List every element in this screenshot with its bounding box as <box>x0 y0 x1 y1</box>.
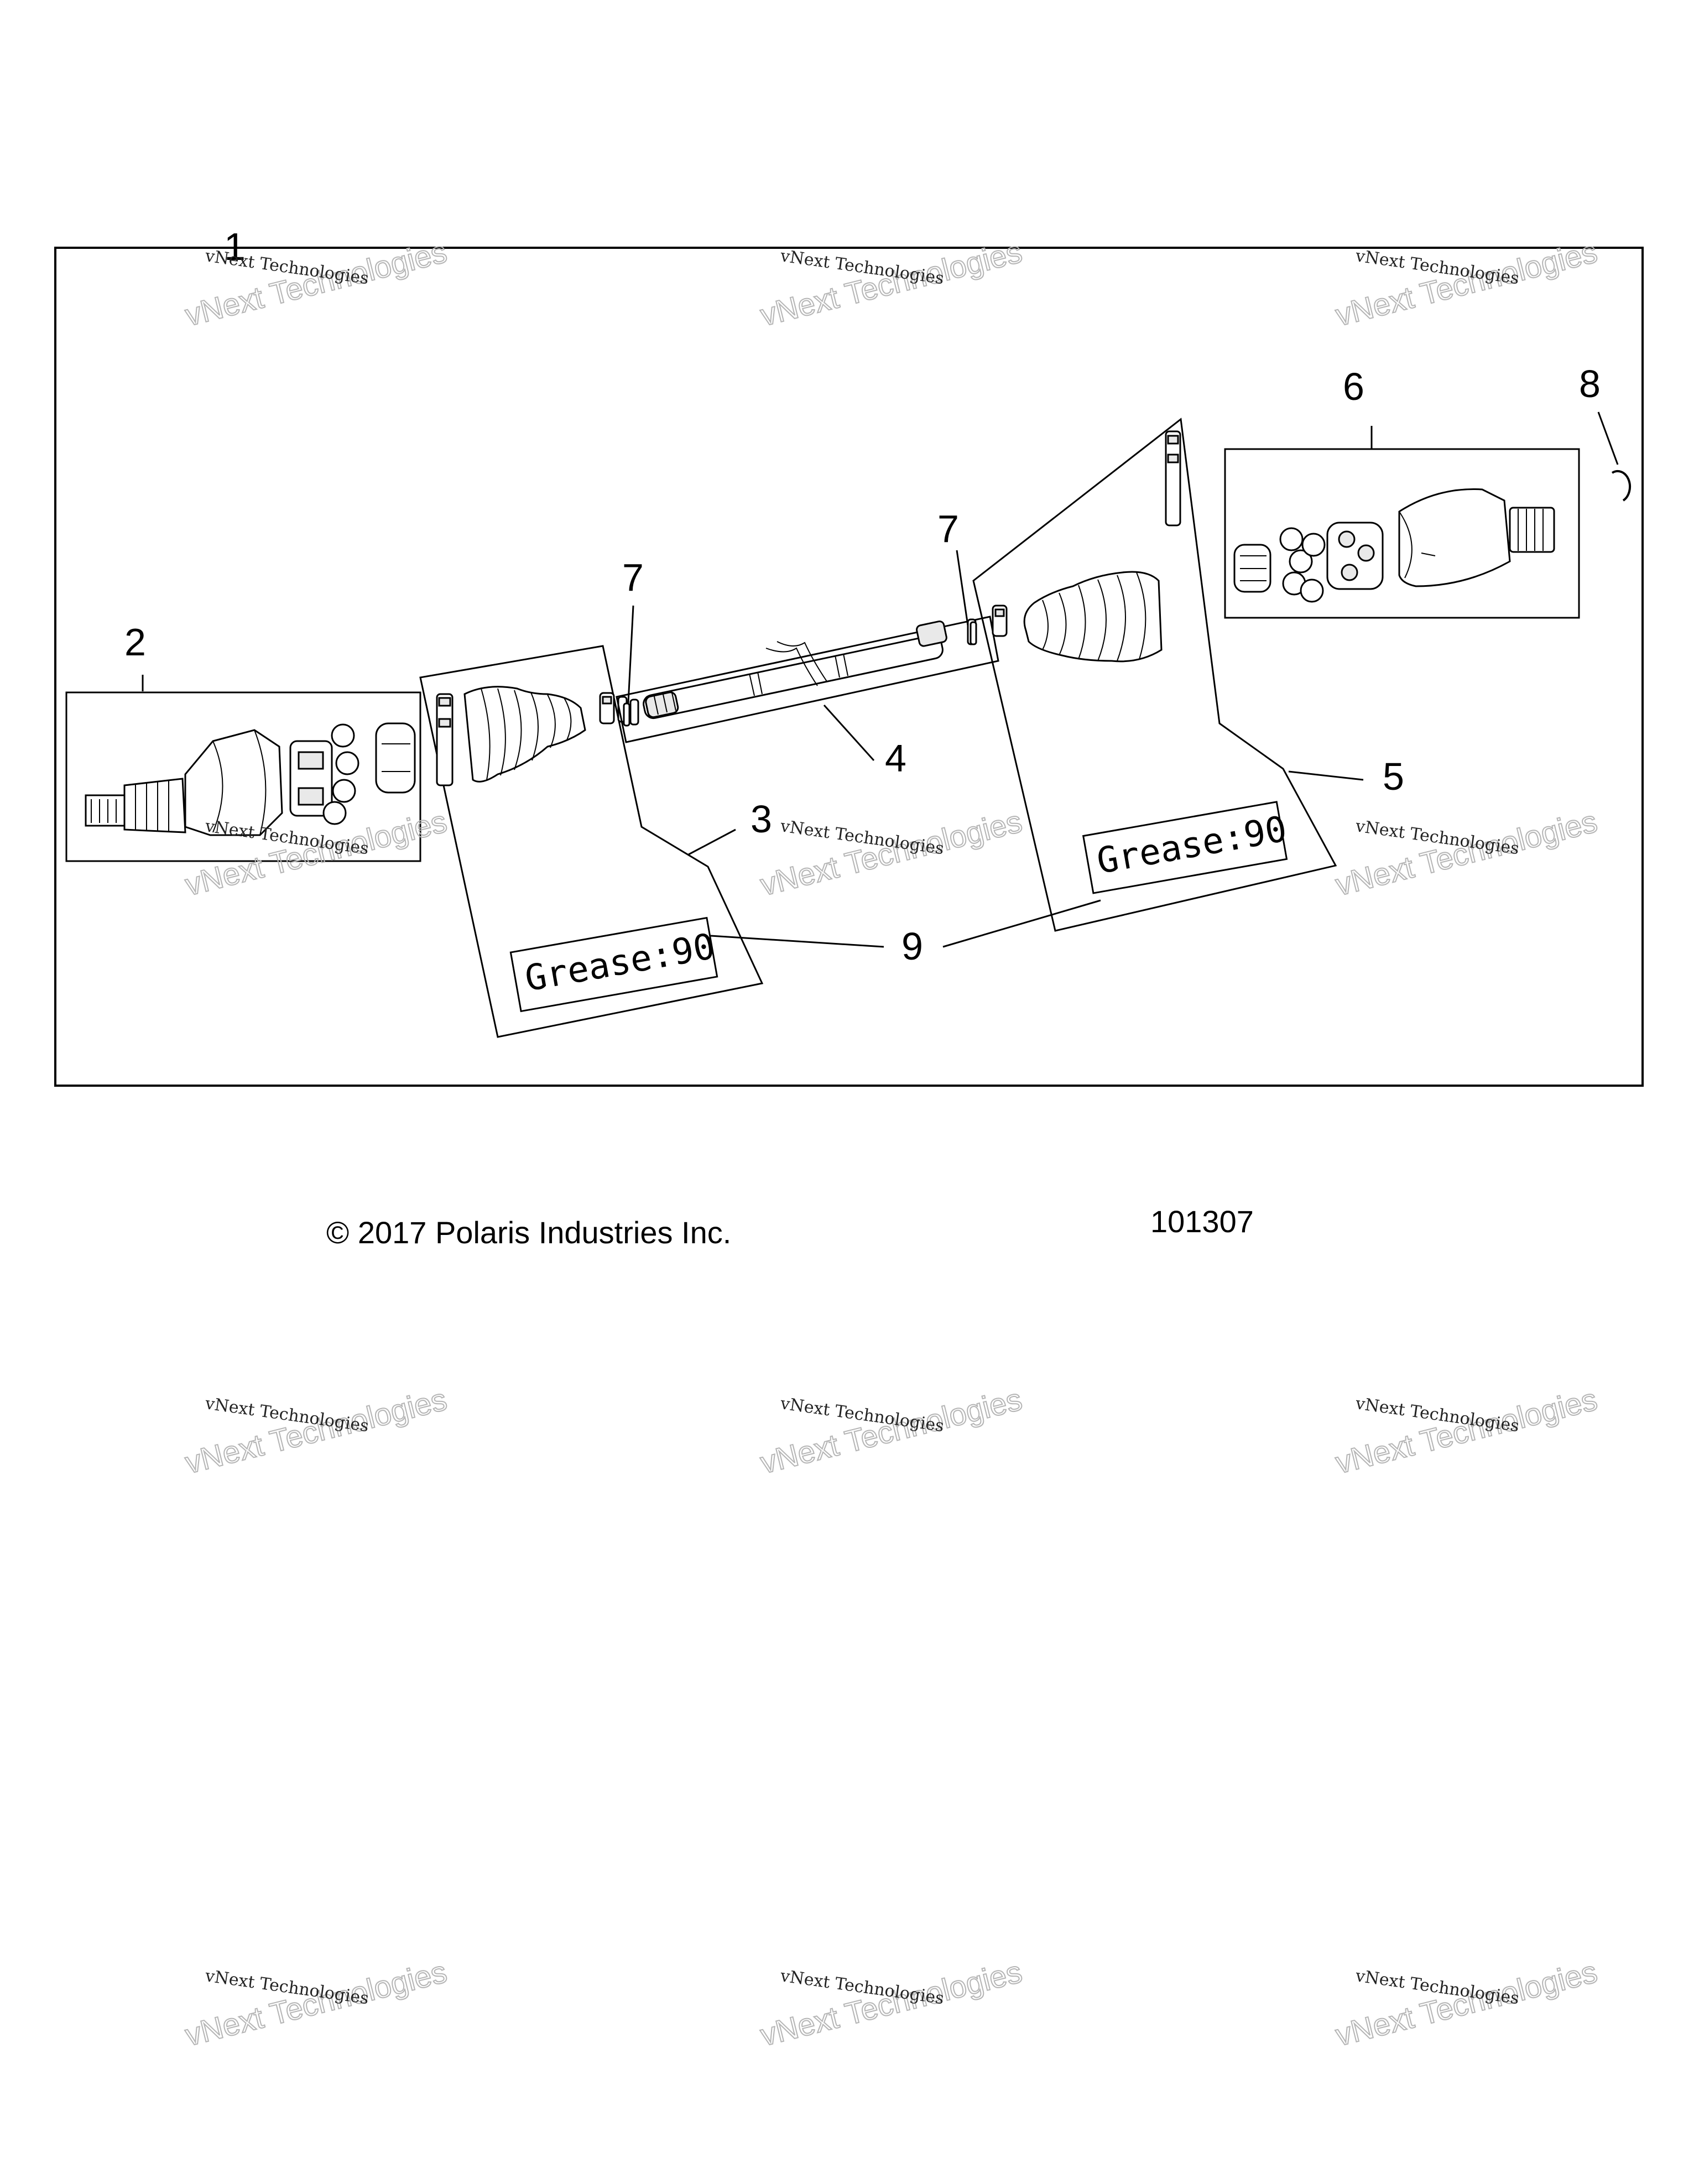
callout-7-right[interactable]: 7 <box>937 507 959 550</box>
retaining-ring-right[interactable] <box>970 621 977 645</box>
callout-3[interactable]: 3 <box>751 798 772 841</box>
callout-7-left[interactable]: 7 <box>622 556 644 599</box>
callout-1[interactable]: 1 <box>224 225 246 268</box>
callout-4[interactable]: 4 <box>885 737 906 780</box>
circlip[interactable] <box>1611 470 1632 502</box>
inboard-cv-joint-assembly[interactable] <box>1224 448 1580 619</box>
grease-label-right: Grease:90 <box>1094 809 1290 882</box>
grease-label-left: Grease:90 <box>522 926 718 999</box>
half-shaft[interactable] <box>616 616 999 743</box>
leader-lines <box>142 411 1619 948</box>
callout-8[interactable]: 8 <box>1579 362 1601 405</box>
boot-kit-right[interactable]: Grease:90 <box>972 418 1337 932</box>
callout-6[interactable]: 6 <box>1343 365 1364 408</box>
assembly-frame <box>54 247 1644 1087</box>
callout-9[interactable]: 9 <box>901 925 923 968</box>
outboard-cv-joint-assembly[interactable] <box>65 691 421 862</box>
callout-2[interactable]: 2 <box>124 621 146 664</box>
figure-number: 101307 <box>1150 1204 1254 1239</box>
callout-5[interactable]: 5 <box>1383 755 1404 798</box>
watermarks: vNext Technologies vNext Technologies vN… <box>181 233 1601 2053</box>
retaining-ring-left[interactable] <box>623 702 630 727</box>
copyright-notice: © 2017 Polaris Industries Inc. <box>326 1215 731 1250</box>
